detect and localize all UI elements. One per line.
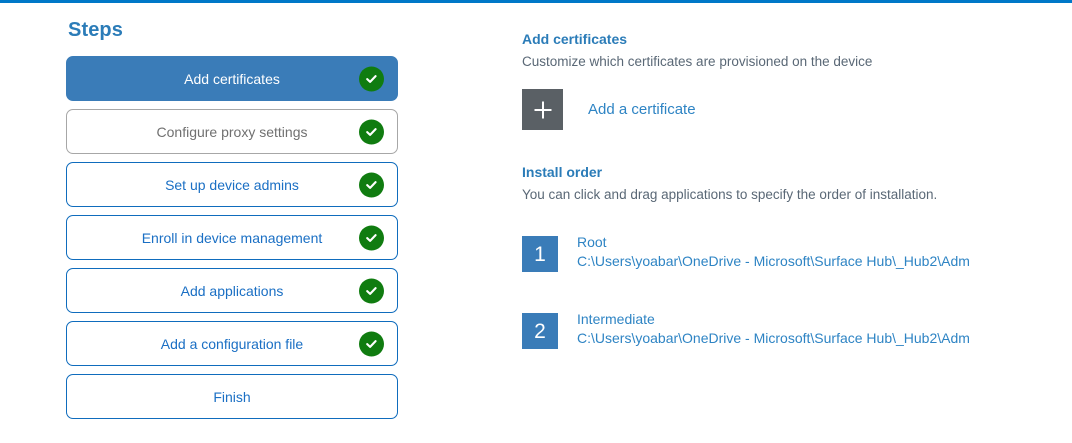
step-completed-check-icon [359,225,384,250]
install-order-item[interactable]: 1 Root C:\Users\yoabar\OneDrive - Micros… [522,233,1072,272]
step-button-finish[interactable]: Finish [66,374,398,419]
step-label: Add a configuration file [160,335,304,352]
step-completed-check-icon [359,278,384,303]
steps-heading: Steps [68,19,123,41]
install-order-list: 1 Root C:\Users\yoabar\OneDrive - Micros… [522,233,1072,349]
step-label: Add certificates [184,70,280,87]
step-label: Add applications [180,282,284,299]
install-order-number-badge: 2 [522,313,558,349]
step-label: Finish [213,388,251,405]
step-button-add-a-configuration-file[interactable]: Add a configuration file [66,321,398,366]
install-order-subtitle: You can click and drag applications to s… [522,187,938,202]
top-accent-bar [0,0,1072,3]
install-order-name: Intermediate [577,311,655,327]
step-button-set-up-device-admins[interactable]: Set up device admins [66,162,398,207]
step-label: Enroll in device management [141,229,323,246]
step-label: Configure proxy settings [156,123,308,140]
install-order-text: Root C:\Users\yoabar\OneDrive - Microsof… [577,233,970,271]
plus-icon[interactable] [522,89,563,130]
install-order-section: Install order You can click and drag app… [522,163,1072,349]
step-completed-check-icon [359,331,384,356]
step-button-configure-proxy-settings[interactable]: Configure proxy settings [66,109,398,154]
install-order-text: Intermediate C:\Users\yoabar\OneDrive - … [577,310,970,348]
install-order-path: C:\Users\yoabar\OneDrive - Microsoft\Sur… [577,330,970,346]
step-label: Set up device admins [165,176,299,193]
step-button-enroll-in-device-management[interactable]: Enroll in device management [66,215,398,260]
add-certificates-heading: Add certificates [522,31,628,47]
install-order-number-badge: 1 [522,236,558,272]
step-list: Add certificates Configure proxy setting… [66,56,398,419]
content-panel: Add certificates Customize which certifi… [522,30,1072,390]
steps-panel: Steps Add certificates Configure proxy s… [66,18,398,419]
step-completed-check-icon [359,66,384,91]
add-certificates-subtitle: Customize which certificates are provisi… [522,54,873,69]
install-order-path: C:\Users\yoabar\OneDrive - Microsoft\Sur… [577,253,970,269]
step-completed-check-icon [359,172,384,197]
step-button-add-applications[interactable]: Add applications [66,268,398,313]
install-order-heading: Install order [522,164,603,180]
install-order-name: Root [577,234,607,250]
add-certificates-section: Add certificates Customize which certifi… [522,30,1072,130]
add-certificate-row: Add a certificate [522,89,1072,130]
install-order-item[interactable]: 2 Intermediate C:\Users\yoabar\OneDrive … [522,310,1072,349]
step-completed-check-icon [359,119,384,144]
add-a-certificate-link[interactable]: Add a certificate [588,100,696,118]
step-button-add-certificates[interactable]: Add certificates [66,56,398,101]
